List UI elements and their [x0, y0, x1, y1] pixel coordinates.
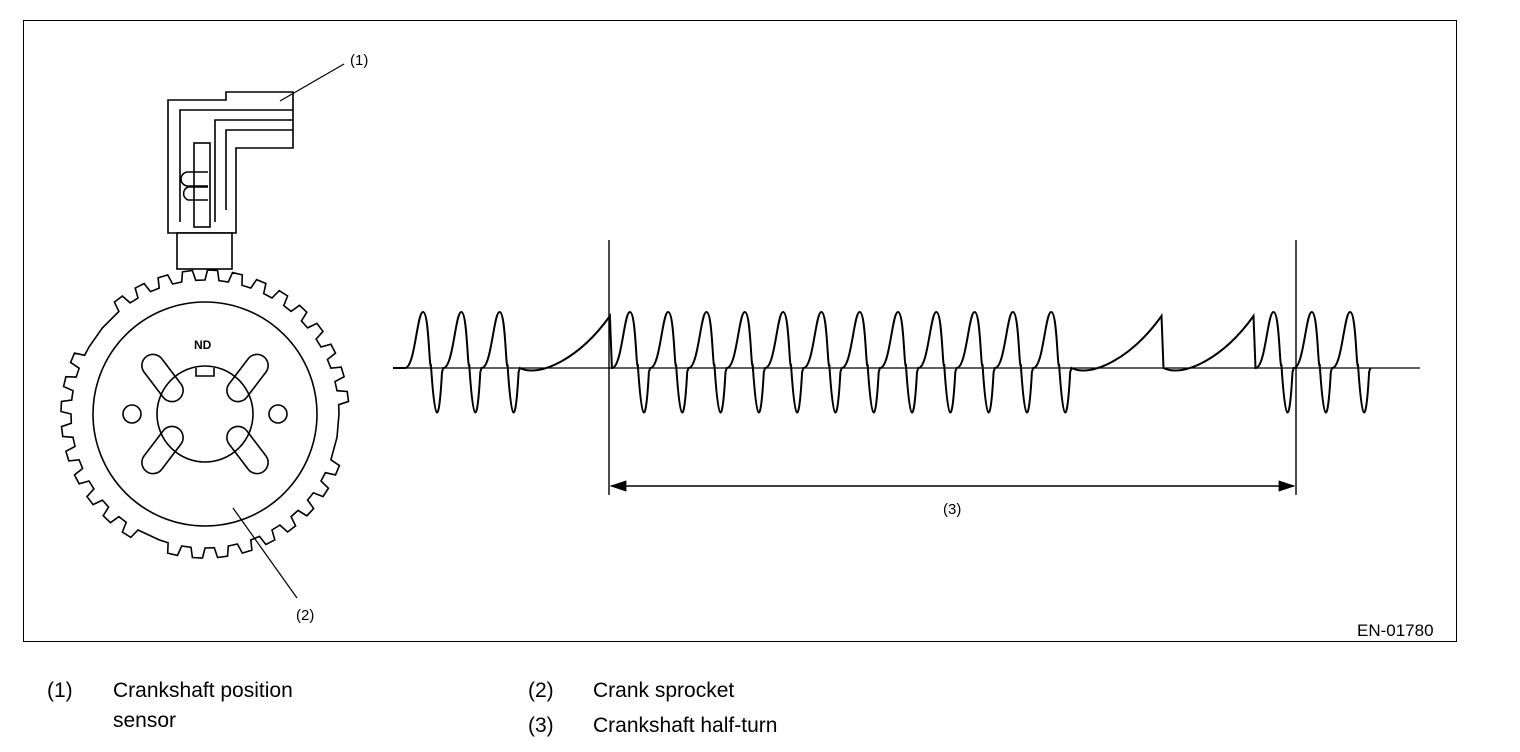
sprocket-bore	[156, 365, 254, 463]
legend-text: Crank sprocket	[593, 679, 735, 702]
callout-3-label: (3)	[943, 501, 961, 518]
legend-number: (1)	[47, 679, 73, 702]
callout-1-leader	[279, 63, 345, 102]
sensor-signal-waveform	[393, 310, 1372, 414]
crankshaft-position-sensor	[167, 91, 294, 270]
legend-text: Crankshaft half-turn	[593, 714, 778, 737]
sprocket-marking: ND	[194, 338, 212, 352]
legend-number: (3)	[528, 714, 554, 737]
legend-text: Crankshaft position	[113, 679, 293, 702]
callout-1-label: (1)	[350, 52, 368, 69]
crank-sprocket: ND	[60, 269, 350, 559]
sprocket-slots	[122, 353, 288, 475]
callout-2-leader	[232, 507, 298, 599]
keyway	[195, 368, 215, 377]
figure-code: EN-01780	[1357, 621, 1434, 640]
sprocket-face	[92, 301, 318, 527]
callout-2-label: (2)	[296, 607, 314, 624]
figure-frame	[23, 20, 1457, 642]
legend-number: (2)	[528, 679, 554, 702]
legend-text-line2: sensor	[113, 709, 177, 732]
sprocket-teeth	[60, 269, 350, 559]
